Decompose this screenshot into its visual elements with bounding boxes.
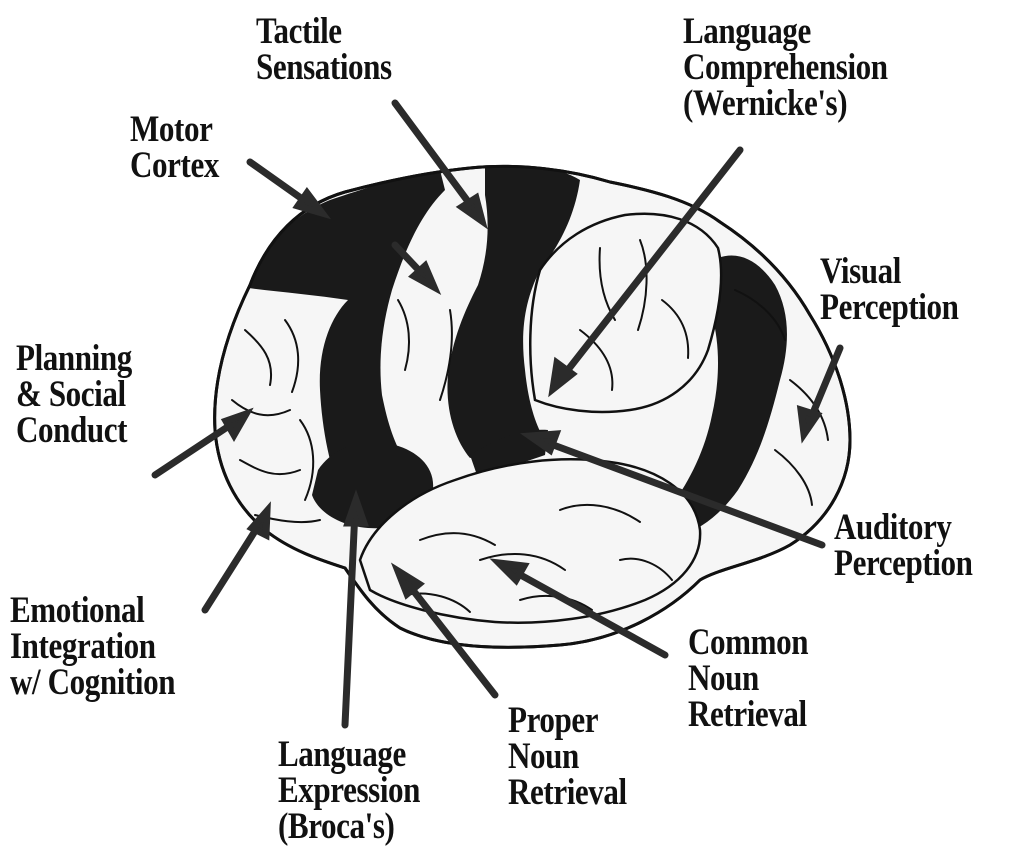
label-language-comprehension: Language Comprehension (Wernicke's) — [683, 14, 888, 122]
label-line: Perception — [820, 290, 959, 326]
label-planning-social-conduct: Planning & Social Conduct — [16, 341, 132, 449]
label-line: Tactile — [256, 14, 392, 50]
label-line: (Wernicke's) — [683, 86, 888, 122]
label-auditory-perception: Auditory Perception — [834, 510, 973, 582]
label-line: & Social — [16, 377, 132, 413]
label-line: w/ Cognition — [10, 665, 175, 701]
label-line: Conduct — [16, 413, 132, 449]
label-line: Cortex — [130, 148, 219, 184]
label-line: Retrieval — [508, 775, 627, 811]
label-language-expression: Language Expression (Broca's) — [278, 737, 420, 845]
label-line: Retrieval — [688, 697, 808, 733]
label-line: Sensations — [256, 50, 392, 86]
label-line: Perception — [834, 546, 973, 582]
label-line: Expression — [278, 773, 420, 809]
label-visual-perception: Visual Perception — [820, 254, 959, 326]
label-proper-noun-retrieval: Proper Noun Retrieval — [508, 703, 627, 811]
label-emotional-integration: Emotional Integration w/ Cognition — [10, 593, 175, 701]
label-line: Noun — [508, 739, 627, 775]
label-line: Language — [278, 737, 420, 773]
label-common-noun-retrieval: Common Noun Retrieval — [688, 625, 808, 733]
label-motor-cortex: Motor Cortex — [130, 112, 219, 184]
label-line: Emotional — [10, 593, 175, 629]
label-line: Language — [683, 14, 888, 50]
label-line: Noun — [688, 661, 808, 697]
label-line: Integration — [10, 629, 175, 665]
label-line: Comprehension — [683, 50, 888, 86]
label-line: Planning — [16, 341, 132, 377]
label-line: Auditory — [834, 510, 973, 546]
label-line: (Broca's) — [278, 809, 420, 845]
label-line: Motor — [130, 112, 219, 148]
label-tactile-sensations: Tactile Sensations — [256, 14, 392, 86]
label-line: Common — [688, 625, 808, 661]
label-line: Proper — [508, 703, 627, 739]
label-line: Visual — [820, 254, 959, 290]
